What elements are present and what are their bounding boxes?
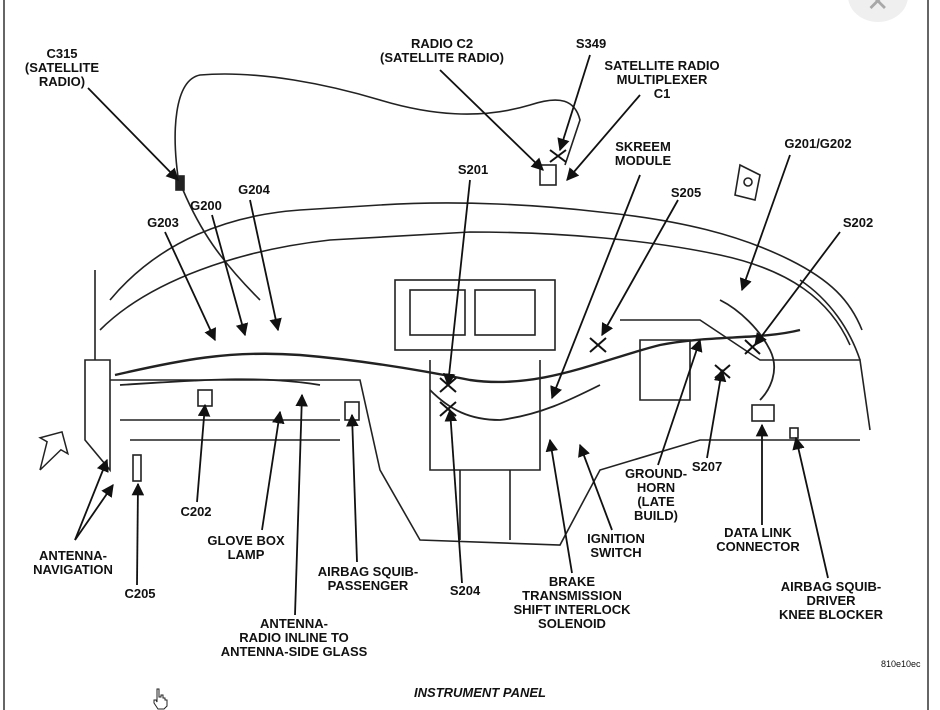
close-icon: ✕: [866, 0, 890, 18]
label-airbag-squib-driver: AIRBAG SQUIB- DRIVER KNEE BLOCKER: [778, 579, 883, 622]
label-satellite-radio-multiplexer: SATELLITE RADIO MULTIPLEXER C1: [604, 58, 720, 101]
label-g204: G204: [238, 182, 270, 197]
close-button[interactable]: ✕: [848, 0, 908, 22]
label-s202: S202: [842, 215, 874, 230]
label-s349: S349: [575, 36, 607, 51]
label-airbag-squib-passenger: AIRBAG SQUIB- PASSENGER: [317, 564, 419, 593]
label-ground-horn: GROUND- HORN (LATE BUILD): [624, 466, 688, 523]
label-skreem-module: SKREEM MODULE: [614, 139, 672, 168]
label-c202: C202: [180, 504, 212, 519]
label-s201: S201: [457, 162, 489, 177]
diagram-caption: INSTRUMENT PANEL: [414, 685, 546, 700]
hand-cursor-icon: [153, 688, 168, 710]
label-antenna-navigation: ANTENNA- NAVIGATION: [33, 548, 113, 577]
label-g203: G203: [147, 215, 179, 230]
label-s204: S204: [449, 583, 481, 598]
label-g201-g202: G201/G202: [784, 136, 852, 151]
label-ignition-switch: IGNITION SWITCH: [587, 531, 645, 560]
label-antenna-radio-inline: ANTENNA- RADIO INLINE TO ANTENNA-SIDE GL…: [220, 616, 368, 659]
splice-marks: [439, 149, 761, 417]
label-s205: S205: [670, 185, 702, 200]
label-radio-c2: RADIO C2 (SATELLITE RADIO): [380, 36, 504, 65]
label-glove-box-lamp: GLOVE BOX LAMP: [207, 533, 285, 562]
instrument-panel-drawing: [84, 73, 871, 546]
leader-lines: [74, 54, 841, 616]
label-brake-transmission-solenoid: BRAKE TRANSMISSION SHIFT INTERLOCK SOLEN…: [513, 574, 631, 631]
label-data-link-connector: DATA LINK CONNECTOR: [716, 525, 800, 554]
forward-arrow-icon: [38, 430, 70, 471]
label-s207: S207: [691, 459, 723, 474]
label-c315: C315 (SATELLITE RADIO): [24, 46, 100, 89]
label-g200: G200: [190, 198, 222, 213]
figure-code: 810e10ec: [881, 659, 921, 669]
label-c205: C205: [124, 586, 156, 601]
